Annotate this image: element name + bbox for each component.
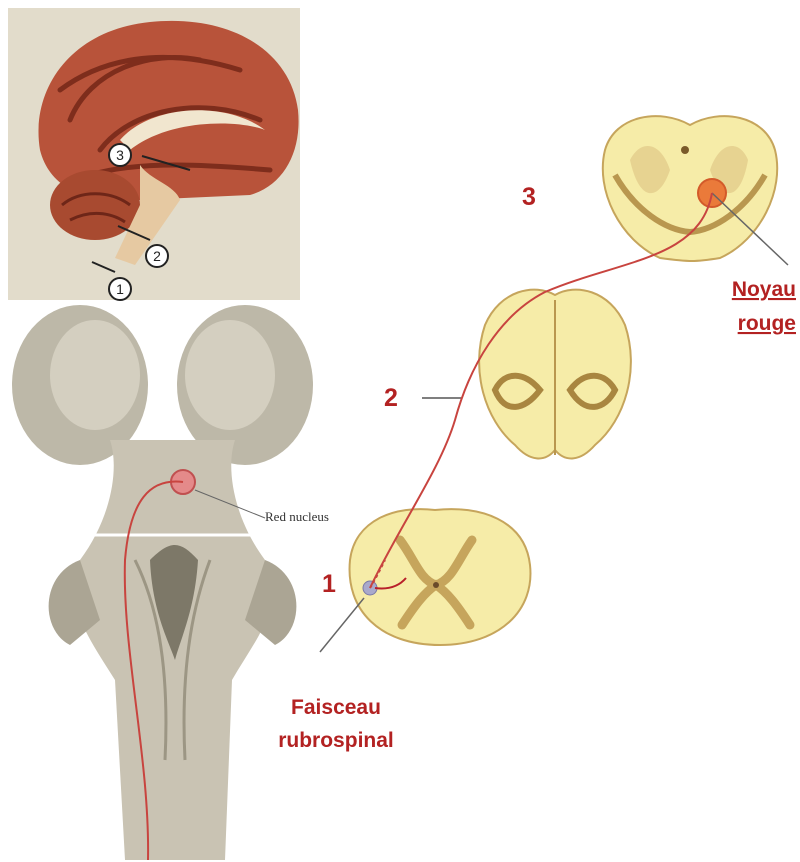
section-2-medulla [422, 290, 631, 459]
section-1-spinal-cord [320, 509, 530, 652]
noyau-rouge-label-line2: rouge [738, 312, 796, 335]
sagittal-brain-image: 3 2 1 [8, 8, 300, 300]
brain-marker-3-text: 3 [116, 147, 124, 163]
brain-marker-2-text: 2 [153, 248, 161, 264]
faisceau-label-line2: rubrospinal [278, 729, 394, 752]
section-3-label: 3 [522, 183, 536, 211]
red-nucleus-caption: Red nucleus [265, 509, 329, 524]
faisceau-label-line1: Faisceau [291, 696, 381, 719]
brain-marker-1-text: 1 [116, 281, 124, 297]
brainstem-dorsal-image: Red nucleus [12, 305, 330, 860]
section-1-label: 1 [322, 570, 336, 598]
section-3-midbrain [603, 116, 788, 265]
section-2-label: 2 [384, 384, 398, 412]
noyau-rouge-label-line1: Noyau [732, 278, 796, 301]
